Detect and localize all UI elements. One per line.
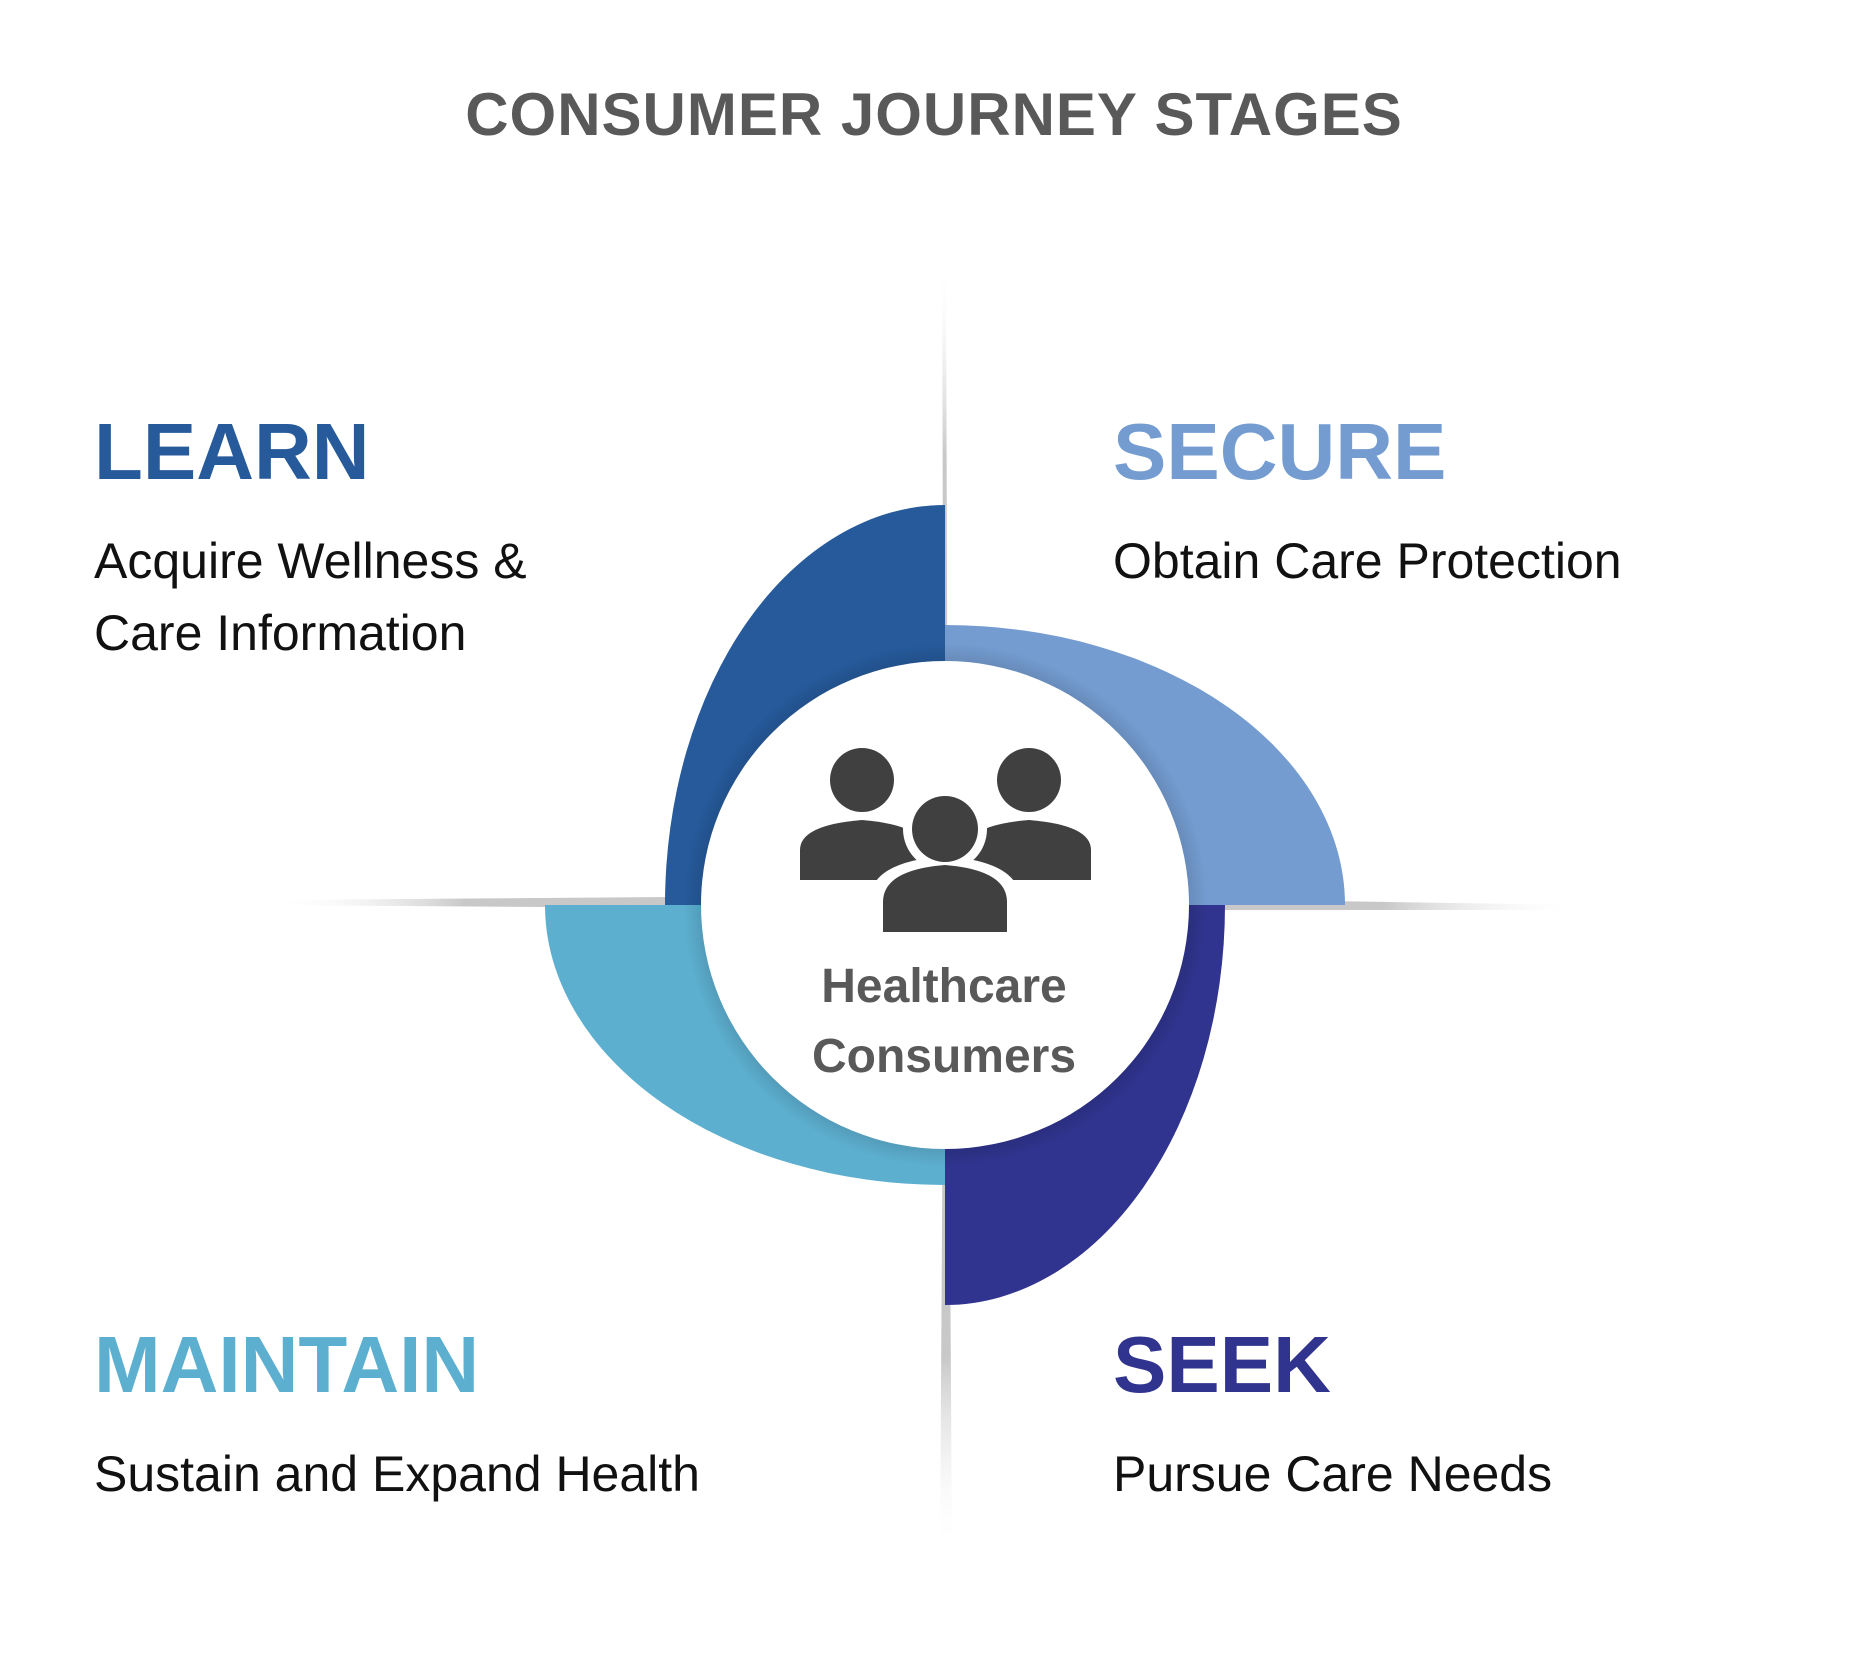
people-group-icon (800, 748, 1091, 940)
learn-description: Acquire Wellness & Care Information (94, 525, 654, 669)
seek-heading: SEEK (1113, 1320, 1331, 1409)
learn-description-line2: Care Information (94, 605, 467, 661)
center-label-line2: Consumers (811, 1030, 1077, 1083)
center-label-line1: Healthcare (821, 960, 1067, 1013)
secure-description: Obtain Care Protection (1113, 533, 1622, 589)
learn-description-line1: Acquire Wellness & (94, 533, 527, 589)
page-title: CONSUMER JOURNEY STAGES (465, 81, 1403, 148)
maintain-description: Sustain and Expand Health (94, 1446, 700, 1502)
seek-description: Pursue Care Needs (1113, 1446, 1553, 1502)
learn-heading: LEARN (94, 407, 370, 496)
secure-heading: SECURE (1113, 407, 1447, 496)
maintain-heading: MAINTAIN (94, 1320, 480, 1409)
center-label: Healthcare Consumers (744, 952, 1144, 1092)
